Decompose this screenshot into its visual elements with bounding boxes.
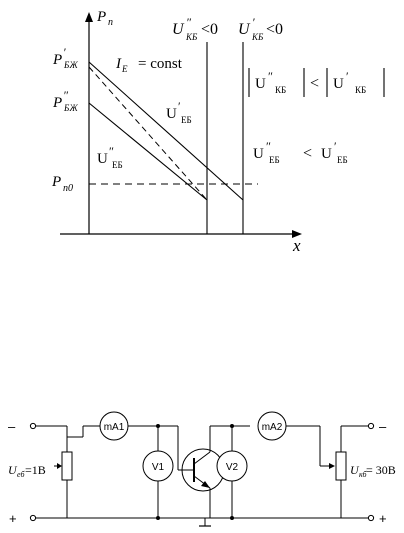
terminal-top-right [367, 422, 375, 430]
potentiometer-left [61, 451, 73, 481]
svg-text:U″ЕБ: U″ЕБ [253, 139, 280, 165]
label-u-eb-prime: U′ЕБ [166, 99, 192, 125]
source-left-label: Uеб=1В [8, 463, 46, 479]
potentiometer-right [335, 451, 347, 481]
label-emitter-current-const: IЕ= const [115, 56, 183, 74]
x-axis-arrow [292, 230, 302, 238]
terminal-top-right-sign: – [379, 419, 387, 434]
svg-text:U′ЕБ: U′ЕБ [321, 139, 348, 165]
x-axis-label: x [292, 236, 301, 255]
node-v1-bottom [156, 516, 160, 520]
label-p-bzh-prime: P′БЖ [52, 45, 79, 70]
terminal-bottom-left [29, 514, 37, 522]
svg-text:<: < [303, 145, 312, 162]
meter-v2-label: V2 [226, 462, 239, 473]
label-u-eb-double-prime: U″ЕБ [97, 144, 123, 170]
relation-kb-magnitudes: U″КБ < U′КБ [248, 68, 385, 97]
wiper-right-arrow-icon [329, 463, 335, 469]
line-intermediate-dashed [88, 66, 208, 201]
line-u-eb-prime [88, 61, 244, 201]
meter-ma2-label: mA2 [262, 422, 283, 433]
source-right-label: Uкб= 30В [350, 463, 396, 479]
meter-v1-label: V1 [152, 462, 165, 473]
condition-u-kb-double-prime: U″КБ<0 [172, 15, 218, 42]
svg-text:U″КБ: U″КБ [255, 69, 286, 95]
meter-ma1-label: mA1 [104, 422, 125, 433]
transistor-symbol [178, 426, 225, 518]
terminal-top-left [29, 422, 37, 430]
wiper-left-arrow-icon [57, 463, 62, 469]
terminal-bottom-left-sign: + [9, 511, 17, 526]
terminal-bottom-right-sign: + [379, 511, 387, 526]
svg-text:U′КБ: U′КБ [333, 69, 366, 95]
relation-eb-voltages: U″ЕБ < U′ЕБ [253, 139, 348, 165]
y-axis-arrow [85, 12, 93, 22]
condition-u-kb-prime: U′КБ<0 [238, 15, 283, 42]
measurement-circuit: – + – + Uеб=1В mA1 [8, 411, 396, 527]
terminal-top-left-sign: – [8, 419, 16, 434]
node-v2-bottom [230, 516, 234, 520]
label-p-bzh-double-prime: P″БЖ [52, 88, 79, 113]
svg-text:<: < [310, 75, 319, 92]
terminal-bottom-right [367, 514, 375, 522]
